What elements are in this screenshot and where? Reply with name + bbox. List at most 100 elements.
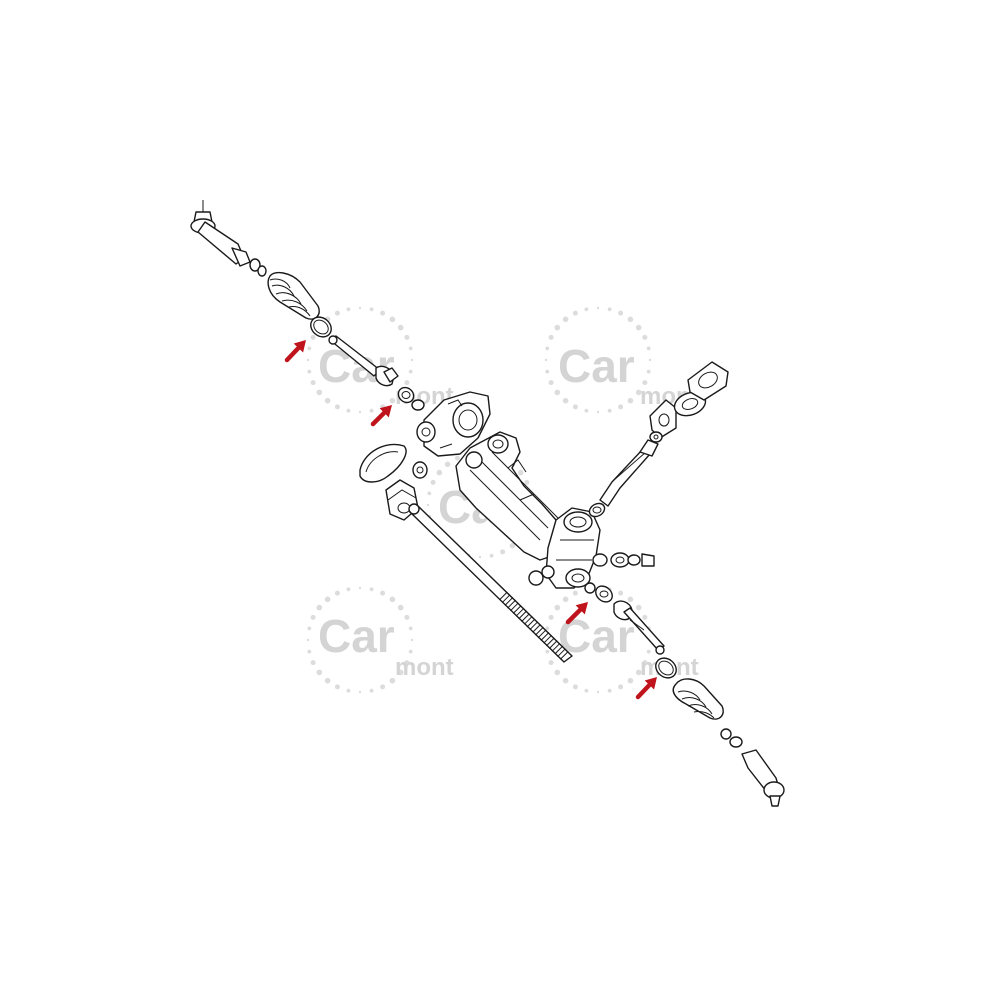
- pinion-shaft: [599, 439, 659, 507]
- watermark-dot: [307, 346, 312, 351]
- watermark-dot: [635, 389, 642, 396]
- watermark-dot: [307, 369, 312, 374]
- watermark-dot: [410, 638, 414, 642]
- watermark-dot: [334, 310, 340, 316]
- small-bushing: [412, 461, 428, 479]
- watermark-dot: [346, 587, 351, 592]
- watermark-dot: [408, 649, 413, 654]
- watermark-dot: [324, 397, 331, 404]
- watermark-dot: [554, 324, 561, 331]
- watermark-dot: [306, 638, 310, 642]
- clamp-strap: [359, 443, 407, 483]
- watermark-dot: [618, 590, 624, 596]
- watermark-dot: [607, 688, 612, 693]
- seal-ring-right-inner: [584, 582, 613, 603]
- valve-housing: [545, 507, 601, 589]
- watermark-dot: [404, 334, 410, 340]
- watermark-dot: [430, 479, 436, 485]
- watermark-dot: [389, 596, 396, 603]
- watermark-dot: [646, 649, 651, 654]
- watermark-dot: [545, 626, 550, 631]
- watermark-dot: [454, 455, 460, 461]
- watermark-dot: [380, 684, 386, 690]
- watermark-dot: [404, 380, 410, 386]
- watermark-dot: [544, 358, 548, 362]
- watermark-dot: [618, 310, 624, 316]
- watermark-dot: [358, 586, 362, 590]
- watermark-dot: [404, 614, 410, 620]
- watermark-dot: [524, 479, 530, 485]
- watermark-dot: [517, 469, 524, 476]
- pinion-seal: [588, 502, 606, 518]
- watermark-dot: [307, 649, 312, 654]
- watermark-dot: [584, 408, 589, 413]
- watermark-dot: [346, 688, 351, 693]
- watermark-dot: [572, 684, 578, 690]
- watermark-dot: [545, 346, 550, 351]
- watermark-dot: [427, 491, 432, 496]
- watermark-dot: [635, 604, 642, 611]
- tie-rod-end-right: [741, 749, 785, 807]
- watermark-dot: [545, 369, 550, 374]
- watermark-sub: mont: [395, 654, 454, 681]
- watermark-word: Car: [558, 340, 635, 392]
- watermark-dot: [584, 688, 589, 693]
- watermark-dot: [572, 404, 578, 410]
- watermark-dot: [408, 346, 413, 351]
- watermark-dot: [596, 410, 600, 414]
- watermark-top-right: Car mont: [544, 306, 699, 414]
- watermark-dot: [596, 690, 600, 694]
- watermark-dot: [627, 596, 634, 603]
- watermark-dot: [509, 542, 516, 549]
- watermark-dot: [548, 660, 554, 666]
- watermark-dot: [426, 503, 430, 507]
- rack-housing: [455, 431, 561, 561]
- red-pointer-arrow-shaft: [635, 682, 652, 700]
- watermark-dot: [554, 669, 561, 676]
- watermark-dot: [380, 310, 386, 316]
- watermark-dot: [562, 677, 569, 684]
- arrow-left-outer-ring: [284, 340, 306, 363]
- watermark-dot: [436, 469, 443, 476]
- watermark-dot: [648, 358, 652, 362]
- red-pointer-arrow-icon: [379, 405, 392, 418]
- end-plug-left: [528, 565, 555, 586]
- watermark-dot: [316, 604, 323, 611]
- watermark-dot: [397, 669, 404, 676]
- watermark-dot: [584, 307, 589, 312]
- watermark-dot: [489, 553, 494, 558]
- watermark-dot: [310, 660, 316, 666]
- watermark-dot: [607, 408, 612, 413]
- watermark-dot: [346, 307, 351, 312]
- watermark-dot: [310, 380, 316, 386]
- watermark-dot: [562, 397, 569, 404]
- watermark-dot: [545, 649, 550, 654]
- tie-rod-end-left: [190, 200, 251, 267]
- red-pointer-arrow-shaft: [284, 345, 301, 363]
- watermark-dot: [554, 604, 561, 611]
- watermark-dot: [478, 555, 482, 559]
- red-pointer-arrow-icon: [575, 602, 588, 615]
- watermark-dot: [548, 380, 554, 386]
- arrow-left-inner-ring: [370, 405, 392, 427]
- watermark-dot: [642, 380, 648, 386]
- watermark-dot: [618, 684, 624, 690]
- watermark-dot: [408, 626, 413, 631]
- watermark-dot: [306, 358, 310, 362]
- watermark-dot: [307, 626, 312, 631]
- watermark-dot: [310, 334, 316, 340]
- arrow-right-inner-ring: [565, 602, 588, 625]
- watermark-dot: [358, 690, 362, 694]
- watermark-dot: [397, 324, 404, 331]
- lock-nut-left: [249, 258, 267, 277]
- watermark-dot: [627, 397, 634, 404]
- watermark-dot: [334, 590, 340, 596]
- toothed-rack: [408, 503, 573, 663]
- seal-ring-left-inner: [397, 386, 425, 411]
- watermark-dot: [596, 306, 600, 310]
- watermark-dot: [324, 596, 331, 603]
- red-pointer-arrow-icon: [293, 340, 306, 353]
- pinion-top-seal: [687, 361, 729, 401]
- watermark-dot: [369, 307, 374, 312]
